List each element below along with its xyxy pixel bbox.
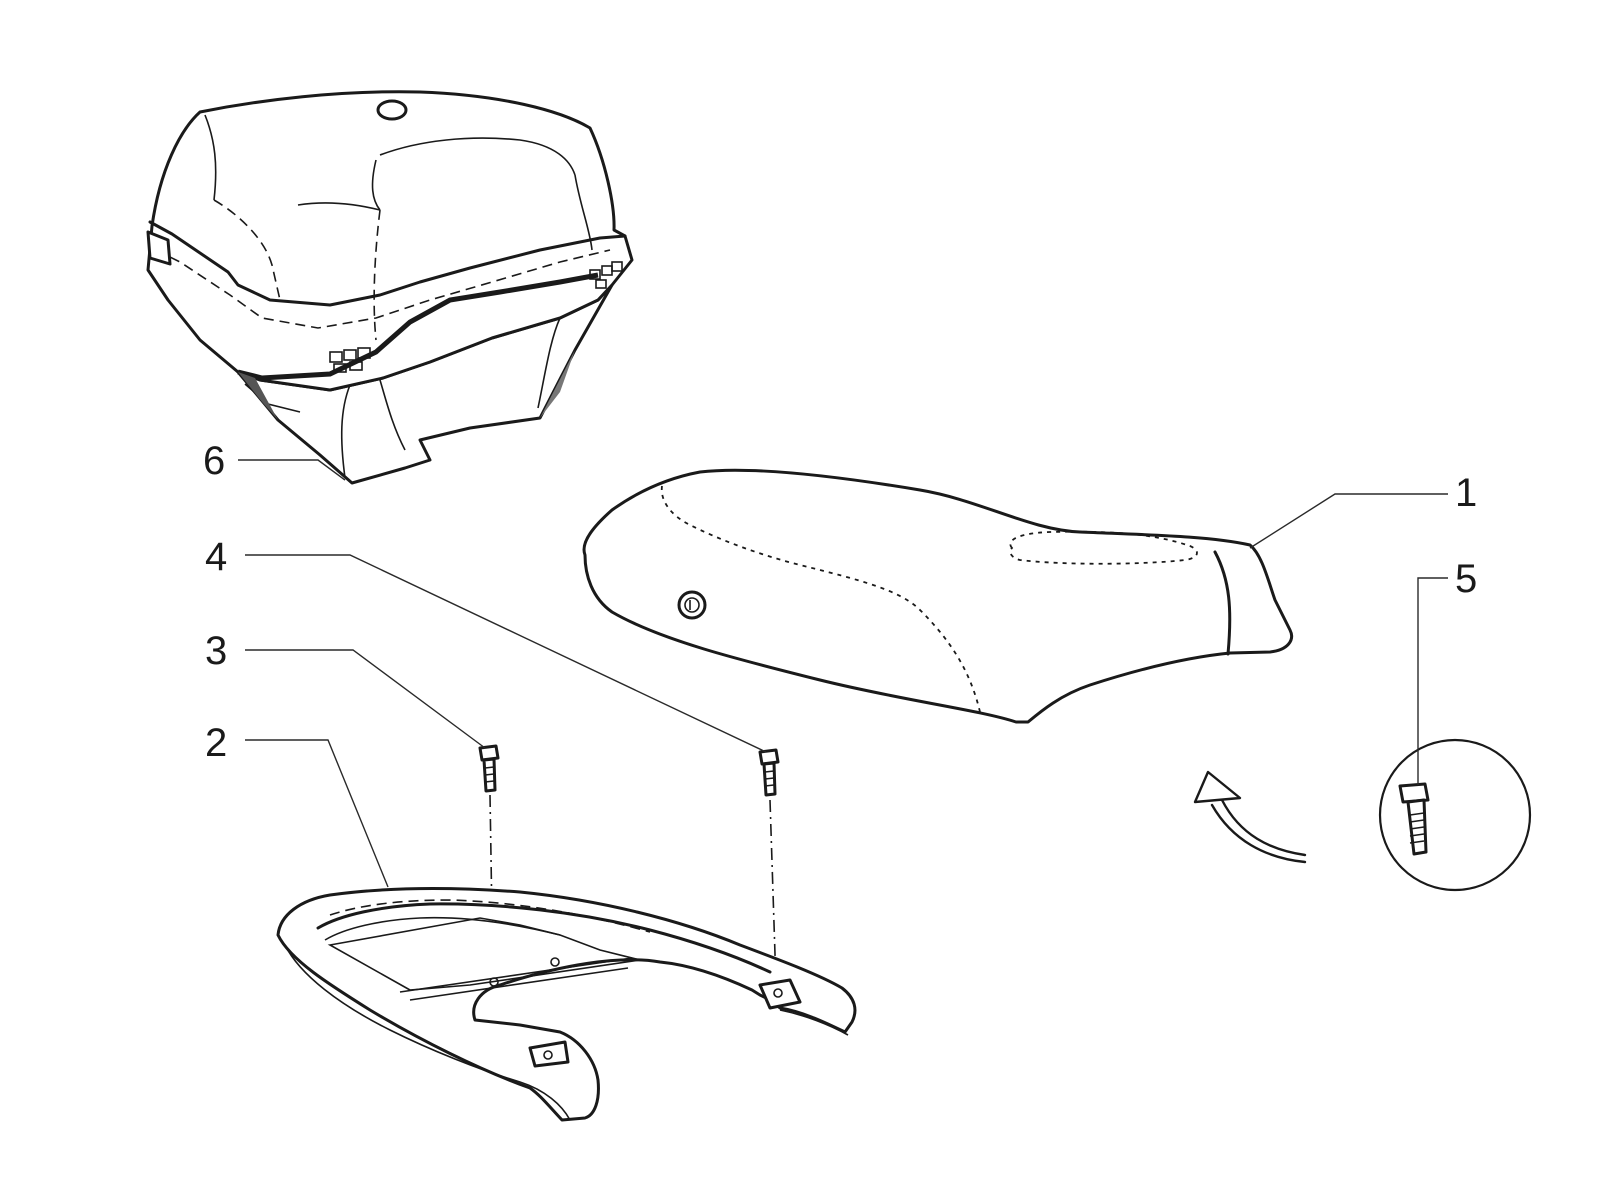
leader-5 bbox=[1417, 577, 1448, 785]
callout-label-1: 1 bbox=[1455, 471, 1477, 515]
curved-arrow-icon bbox=[1193, 770, 1307, 864]
seat-part-1 bbox=[582, 468, 1294, 724]
hinge-right bbox=[589, 261, 623, 289]
leader-1 bbox=[1249, 493, 1448, 549]
leader-3 bbox=[245, 649, 486, 749]
rear-rack-part-2 bbox=[276, 886, 857, 1122]
screw-part-4 bbox=[758, 748, 780, 797]
hinge-left bbox=[329, 347, 371, 373]
callout-label-5: 5 bbox=[1455, 557, 1477, 601]
top-case-part-6 bbox=[146, 90, 634, 485]
leader-4 bbox=[245, 554, 767, 753]
callout-label-6: 6 bbox=[203, 439, 225, 483]
leader-lines bbox=[238, 459, 1448, 888]
callout-label-3: 3 bbox=[205, 629, 227, 673]
leader-6 bbox=[238, 459, 346, 481]
callout-label-2: 2 bbox=[205, 721, 227, 765]
callout-label-4: 4 bbox=[205, 535, 227, 579]
bolt-5-icon bbox=[1398, 782, 1430, 856]
screw-part-3 bbox=[478, 744, 500, 793]
bolt-detail-part-5 bbox=[1193, 738, 1532, 892]
leader-2 bbox=[245, 739, 389, 888]
